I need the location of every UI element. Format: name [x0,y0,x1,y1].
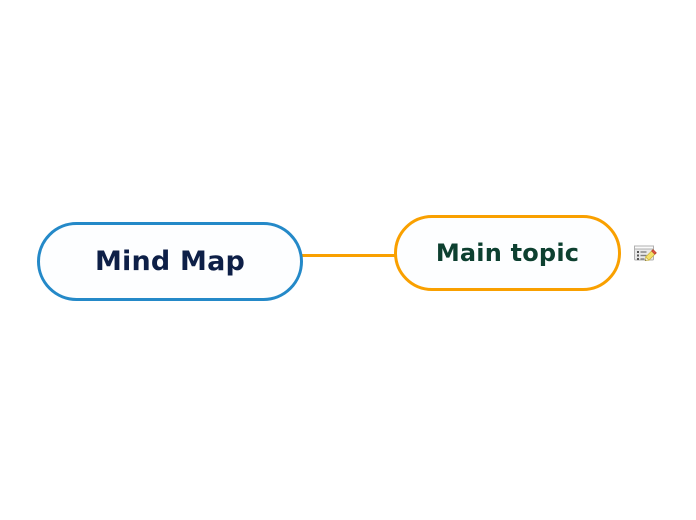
mindmap-node-root[interactable]: Mind Map [37,222,303,301]
edit-note-icon[interactable] [633,242,657,266]
mindmap-node-root-label: Mind Map [94,246,246,277]
mindmap-node-main-topic[interactable]: Main topic [394,215,621,291]
connector-root-to-main-topic [300,254,396,257]
mindmap-node-main-topic-label: Main topic [435,239,580,267]
